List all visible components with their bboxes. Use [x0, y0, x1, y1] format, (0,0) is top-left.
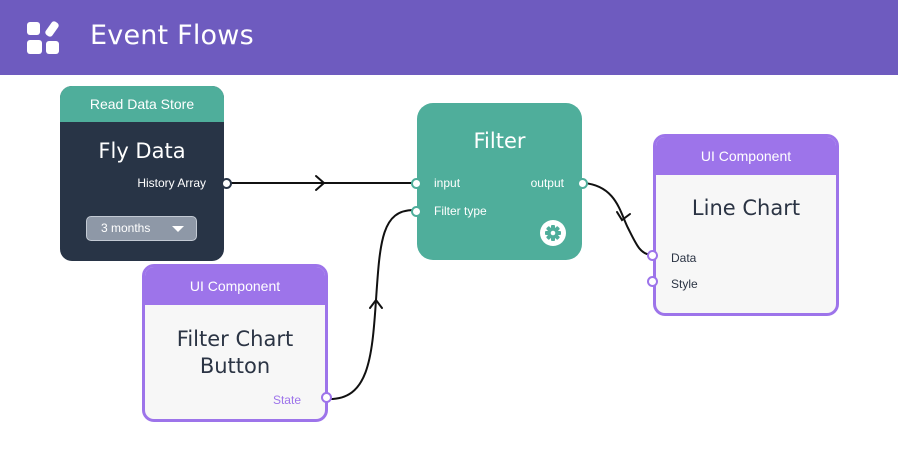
gear-icon: [545, 225, 561, 241]
port-state[interactable]: [321, 392, 332, 403]
output-port-label: State: [272, 393, 301, 407]
node-line-chart[interactable]: UI Component Line Chart Data Style: [653, 134, 839, 316]
output-port-label: output: [530, 176, 564, 190]
page-title: Event Flows: [90, 20, 254, 51]
arrow-head-icon: [315, 175, 326, 191]
node-title: Line Chart: [691, 196, 801, 220]
node-read-data-store[interactable]: Read Data Store Fly Data History Array 3…: [60, 86, 224, 261]
output-port-label: History Array: [137, 176, 206, 190]
settings-button[interactable]: [540, 220, 566, 246]
dropdown-value: 3 months: [101, 221, 151, 235]
node-title-line2: Button: [199, 354, 271, 378]
data-port-label: Data: [671, 251, 697, 265]
caret-down-icon: [172, 226, 184, 232]
arrow-head-icon: [616, 211, 631, 222]
input-port-label: input: [434, 176, 461, 190]
range-dropdown[interactable]: 3 months: [86, 216, 197, 241]
node-title-line1: Filter Chart: [176, 327, 294, 351]
node-filter[interactable]: Filter input Filter type output: [417, 103, 582, 260]
connection-state-to-filter-type: [327, 209, 415, 401]
filter-type-port-label: Filter type: [434, 204, 487, 218]
port-filter-output[interactable]: [577, 178, 588, 189]
style-port-label: Style: [671, 277, 698, 291]
port-history-array[interactable]: [221, 178, 232, 189]
node-filter-chart-button[interactable]: UI Component Filter Chart Button State: [142, 264, 328, 422]
blocks-logo-icon[interactable]: [26, 21, 60, 55]
arrow-head-icon: [369, 298, 383, 309]
port-filter-input[interactable]: [411, 178, 422, 189]
port-style[interactable]: [647, 276, 658, 287]
node-title: Filter: [473, 129, 526, 153]
node-category-label: UI Component: [145, 267, 325, 305]
node-category-label: UI Component: [656, 137, 836, 175]
app-header: Event Flows: [0, 0, 898, 75]
port-data[interactable]: [647, 250, 658, 261]
node-title: Fly Data: [98, 139, 186, 163]
connection-output-to-data: [583, 182, 652, 256]
node-category-label: Read Data Store: [60, 86, 224, 122]
port-filter-type[interactable]: [411, 206, 422, 217]
